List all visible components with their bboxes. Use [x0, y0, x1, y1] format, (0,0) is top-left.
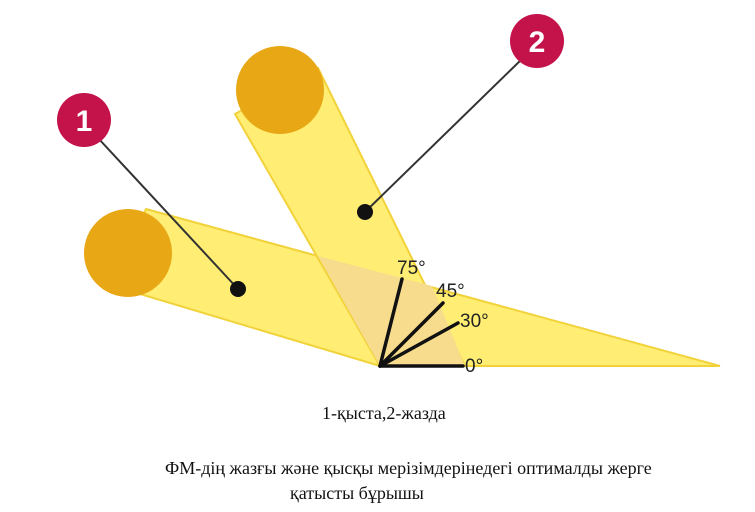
- ray-30: [378, 321, 460, 368]
- season-caption: 1-қыста,2-жазда: [322, 403, 446, 423]
- figure-title-line-1: ФМ-дің жазғы және қысқы мерізімдерінедег…: [165, 458, 652, 478]
- pointer-dot-1: [230, 281, 246, 297]
- angle-rays: [378, 277, 465, 368]
- figure-title-line-2: қатысты бұрышы: [290, 483, 424, 503]
- angle-label-75: 75°: [397, 258, 426, 279]
- badge-1: 1: [57, 93, 111, 147]
- ray-75: [378, 277, 404, 368]
- pointer-dot-2: [357, 204, 373, 220]
- solar-angle-diagram: 75° 45° 30° 0° 1 2: [57, 14, 721, 377]
- angle-label-45: 45°: [436, 281, 465, 302]
- badge-2: 2: [510, 14, 564, 68]
- winter-sun-icon: [84, 209, 172, 297]
- pointer-line-1: [97, 137, 239, 290]
- ray-45: [378, 301, 445, 368]
- badge-1-label: 1: [76, 105, 93, 138]
- summer-sun-icon: [236, 46, 324, 134]
- angle-label-0: 0°: [465, 356, 483, 377]
- badge-2-label: 2: [529, 26, 546, 59]
- pointer-line-2: [364, 57, 524, 213]
- angle-label-30: 30°: [460, 311, 489, 332]
